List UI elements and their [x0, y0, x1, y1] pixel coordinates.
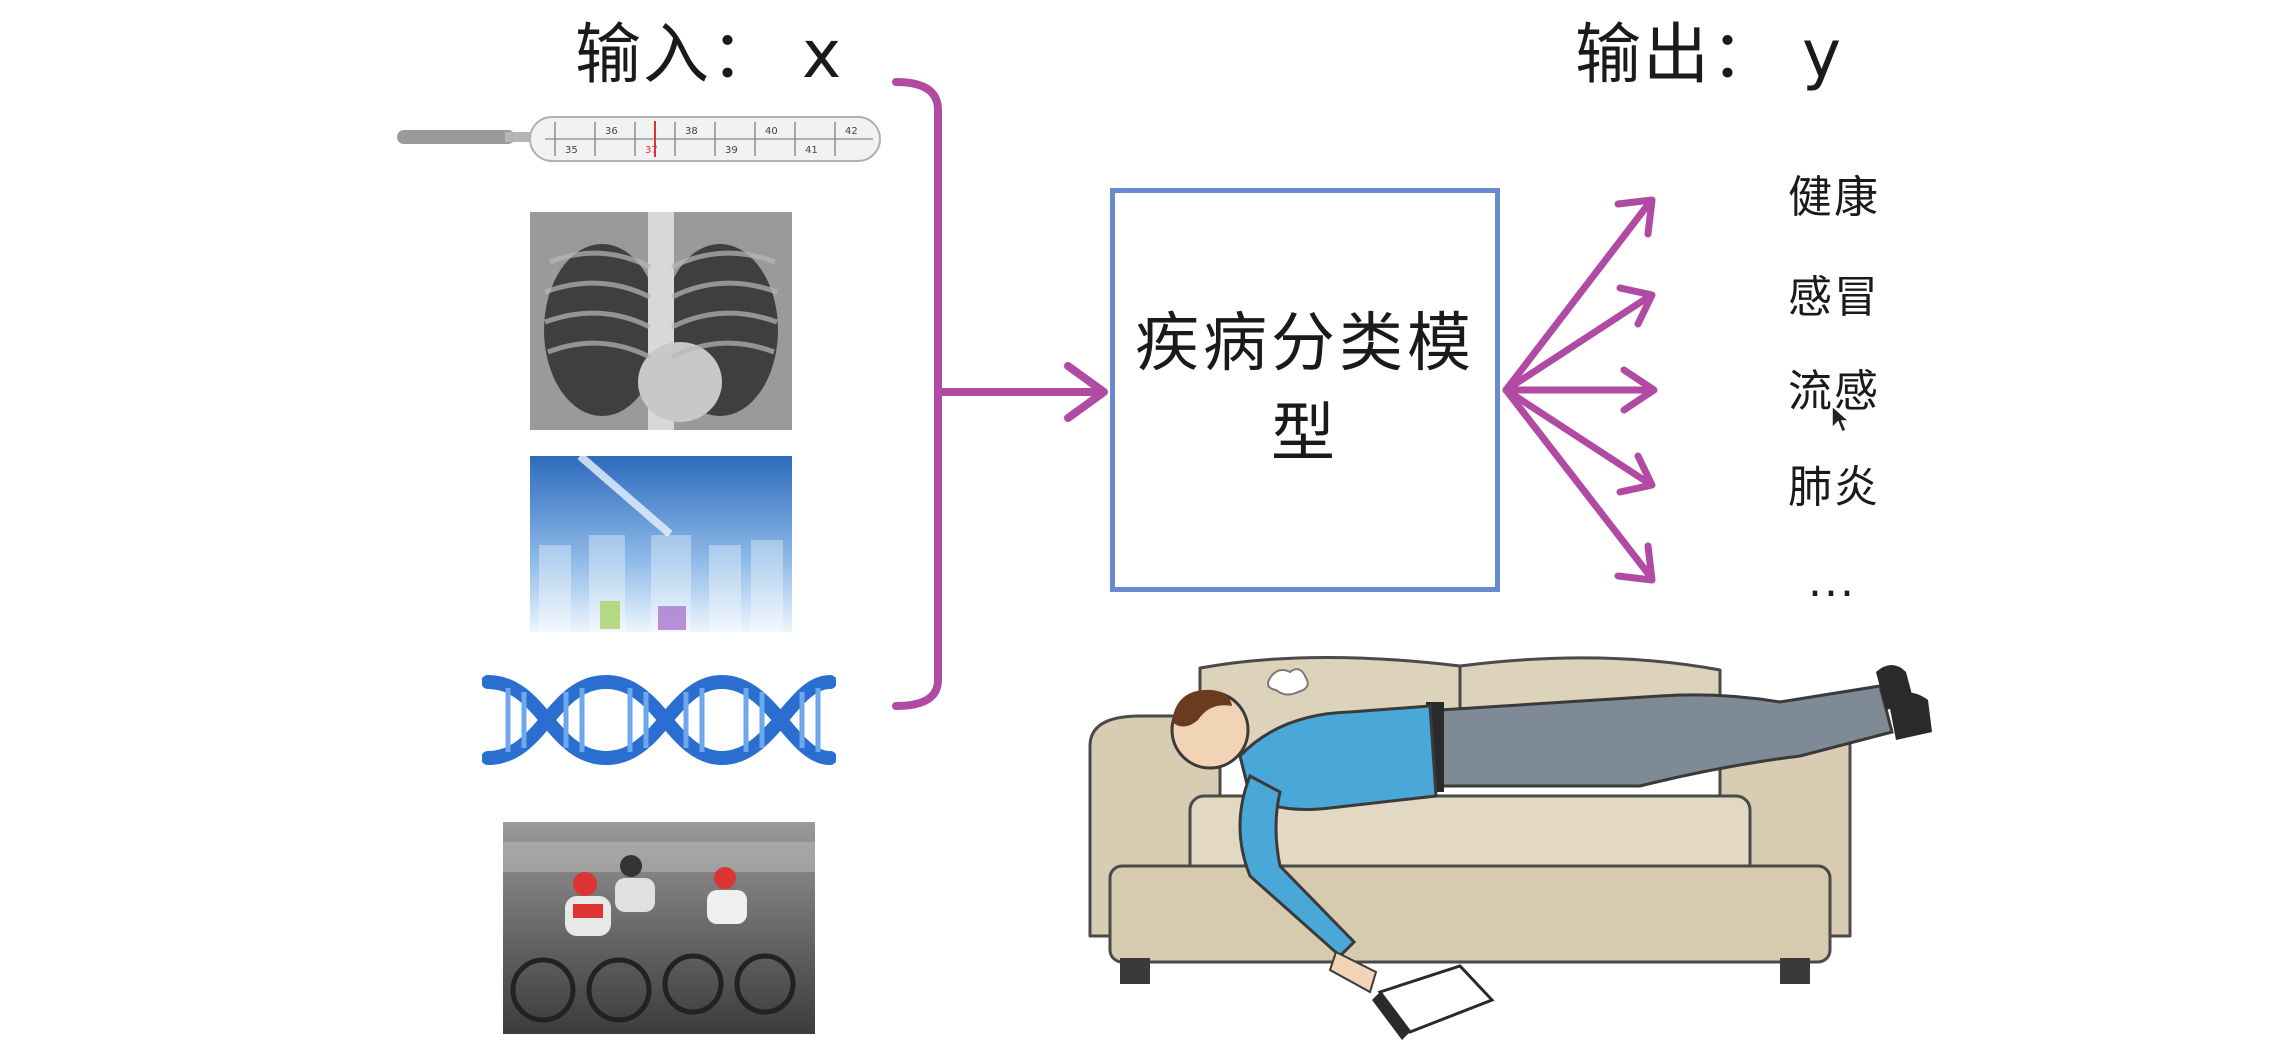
thermometer-image: 36 38 40 42 35 37 39 41 [395, 112, 890, 168]
test-tubes-image [530, 456, 792, 632]
thermo-top-1: 38 [685, 126, 698, 137]
output-arrows [1498, 180, 1668, 600]
input-bracket-arrow [890, 70, 1122, 720]
output-label-cold: 感冒 [1788, 276, 1880, 320]
thermo-top-0: 36 [605, 126, 618, 137]
output-label-healthy: 健康 [1788, 176, 1880, 220]
thermo-top-3: 42 [845, 126, 858, 137]
thermo-bottom-3: 41 [805, 145, 818, 156]
input-heading: 输入： x [575, 22, 843, 88]
person-on-sofa-illustration [1080, 636, 1960, 1048]
dna-helix-image [482, 662, 836, 778]
thermo-top-2: 40 [765, 126, 778, 137]
cyclists-image [503, 822, 815, 1034]
model-label: 疾病分类模型 [1125, 300, 1485, 479]
output-label-pneumonia: 肺炎 [1788, 466, 1880, 510]
thermo-bottom-2: 39 [725, 145, 738, 156]
output-heading: 输出： y [1575, 22, 1843, 88]
disease-classification-model-box: 疾病分类模型 [1110, 188, 1500, 592]
mouse-cursor-icon [1830, 404, 1850, 434]
thermo-bottom-1: 37 [645, 145, 658, 156]
thermo-bottom-0: 35 [565, 145, 578, 156]
chest-xray-image [530, 212, 792, 430]
output-label-more: ... [1808, 560, 1856, 604]
